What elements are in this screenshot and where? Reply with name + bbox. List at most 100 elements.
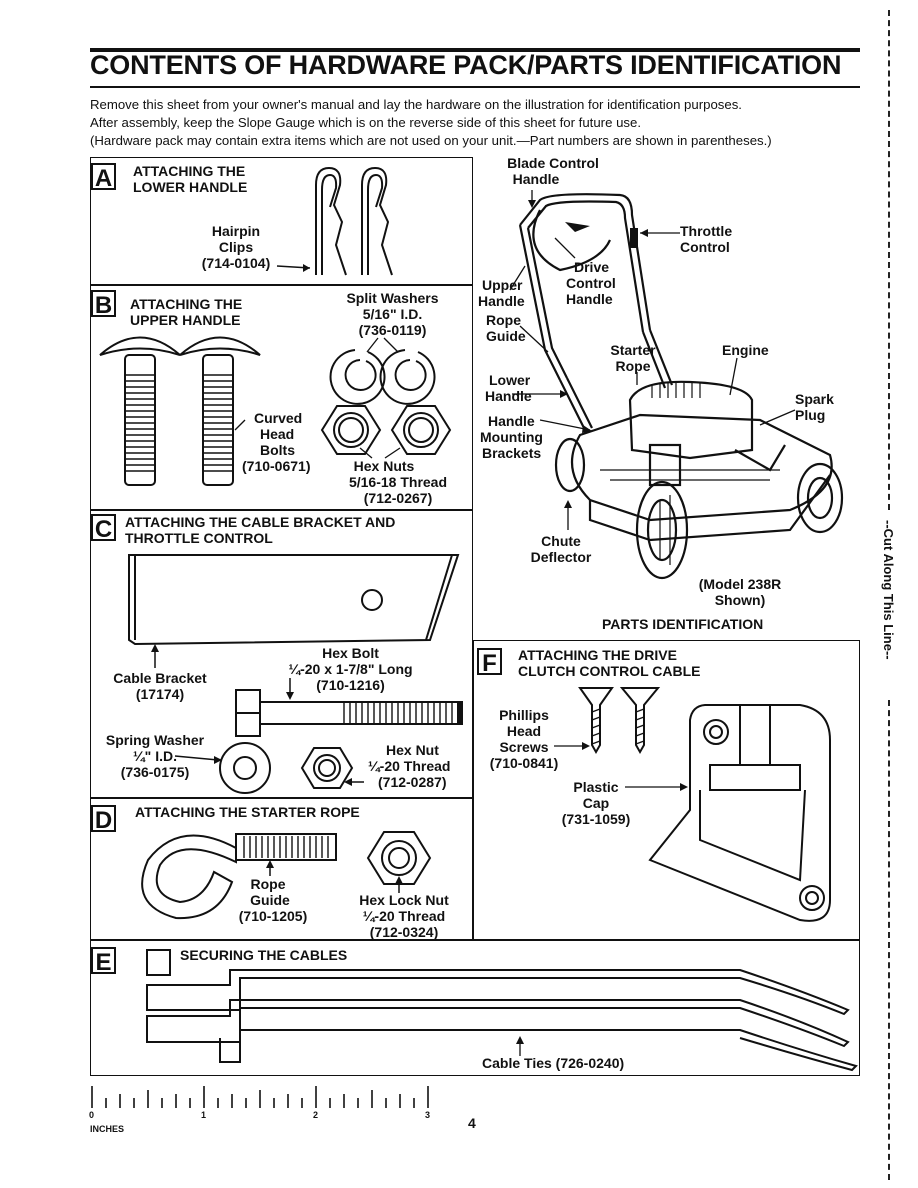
cut-dashes-top (886, 10, 890, 510)
starter-rope-label: Starter Rope (600, 342, 666, 374)
hex-lock-nut-label: Hex Lock Nut ¼-20 Thread (712-0324) (344, 892, 464, 940)
ruler-unit: INCHES (90, 1124, 125, 1134)
phillips-screws-label-3: Screws (499, 739, 549, 755)
hex-lock-nut-label-3: (712-0324) (369, 924, 439, 940)
rope-guide-mower-label-1: Rope (486, 312, 521, 328)
brackets-label-1: Handle (488, 413, 535, 429)
hairpin-label: Hairpin Clips (714-0104) (186, 223, 286, 271)
page-title: CONTENTS OF HARDWARE PACK/PARTS IDENTIFI… (90, 50, 842, 80)
hex-lock-nut-label-2: ¼-20 Thread (362, 908, 446, 924)
spring-washer-label-2: ¼" I.D. (133, 748, 177, 764)
section-f-title-1: ATTACHING THE DRIVE (518, 647, 677, 663)
engine-label: Engine (722, 342, 769, 358)
section-a-title: ATTACHING THE LOWER HANDLE (133, 163, 247, 195)
hex-bolt-label: Hex Bolt ¼-20 x 1-7/8" Long (710-1216) (268, 645, 433, 693)
section-f-title-2: CLUTCH CONTROL CABLE (518, 663, 701, 679)
cut-line-label: --Cut Along This Line-- (881, 520, 896, 660)
section-a-title-2: LOWER HANDLE (133, 179, 248, 195)
blade-control-label: Blade Control Handle (498, 155, 608, 187)
title-rule-bottom (90, 86, 860, 88)
section-b-letter: B (91, 290, 116, 319)
section-c-title-2: THROTTLE CONTROL (125, 530, 273, 546)
page-number: 4 (468, 1115, 476, 1131)
rope-guide-label-1: Rope (250, 876, 286, 892)
spring-washer-label: Spring Washer ¼" I.D. (736-0175) (96, 732, 214, 780)
rope-guide-mower-label: Rope Guide (486, 312, 526, 344)
section-a-title-1: ATTACHING THE (133, 163, 246, 179)
curved-bolts-label-2: Head (260, 426, 295, 442)
drive-control-label-3: Handle (566, 291, 613, 307)
spark-plug-label-1: Spark (795, 391, 834, 407)
chute-deflector-label-2: Deflector (530, 549, 592, 565)
spark-plug-label: Spark Plug (795, 391, 834, 423)
phillips-screws-label: Phillips Head Screws (710-0841) (484, 707, 564, 771)
model-label-1: (Model 238R (698, 576, 782, 592)
split-washers-label-3: (736-0119) (358, 322, 427, 338)
cable-bracket-label-1: Cable Bracket (113, 670, 207, 686)
section-f-letter: F (477, 648, 502, 677)
hex-nuts-label-1: Hex Nuts (353, 458, 415, 474)
spark-plug-label-2: Plug (795, 407, 826, 423)
lower-handle-label-2: Handle (485, 388, 532, 404)
throttle-label-2: Control (680, 239, 730, 255)
section-c-title-1: ATTACHING THE CABLE BRACKET AND (125, 514, 396, 530)
split-washers-label-1: Split Washers (346, 290, 439, 306)
rope-guide-mower-label-2: Guide (486, 328, 526, 344)
hairpin-label-2: Clips (218, 239, 254, 255)
drive-control-label: Drive Control Handle (566, 259, 616, 307)
curved-bolts-label-1: Curved (254, 410, 303, 426)
brackets-label-3: Brackets (482, 445, 542, 461)
title-rule-top (90, 48, 860, 52)
ruler-tick-1: 1 (201, 1110, 207, 1120)
throttle-label: Throttle Control (680, 223, 732, 255)
split-washers-label: Split Washers 5/16" I.D. (736-0119) (330, 290, 455, 338)
intro-text: Remove this sheet from your owner's manu… (90, 96, 870, 150)
curved-bolts-label: Curved Head Bolts (710-0671) (242, 410, 311, 474)
section-e-title: SECURING THE CABLES (180, 947, 348, 963)
upper-handle-label-1: Upper (482, 277, 523, 293)
section-a-letter: A (91, 163, 116, 192)
lower-handle-label-1: Lower (489, 372, 531, 388)
phillips-screws-label-4: (710-0841) (489, 755, 559, 771)
section-c-letter: C (91, 514, 116, 543)
ruler-tick-2: 2 (313, 1110, 319, 1120)
cable-ties-label: Cable Ties (726-0240) (482, 1055, 625, 1071)
blade-control-label-1: Blade Control (507, 155, 599, 171)
plastic-cap-label: Plastic Cap (731-1059) (556, 779, 636, 827)
phillips-screws-label-2: Head (506, 723, 542, 739)
hex-bolt-label-2: ¼-20 x 1-7/8" Long (288, 661, 413, 677)
hex-lock-nut-label-1: Hex Lock Nut (359, 892, 449, 908)
section-c-box (90, 510, 473, 798)
cut-dashes-bottom (886, 700, 890, 1180)
hex-nut-label-1: Hex Nut (386, 742, 439, 758)
chute-deflector-label: Chute Deflector (526, 533, 596, 565)
throttle-label-1: Throttle (680, 223, 733, 239)
ruler-tick-0: 0 (89, 1110, 95, 1120)
upper-handle-label: Upper Handle (478, 277, 525, 309)
spring-washer-label-3: (736-0175) (120, 764, 190, 780)
brackets-label: Handle Mounting Brackets (480, 413, 543, 461)
chute-deflector-label-1: Chute (541, 533, 581, 549)
curved-bolts-label-4: (710-0671) (242, 458, 311, 474)
plastic-cap-label-2: Cap (582, 795, 610, 811)
starter-rope-label-1: Starter (610, 342, 656, 358)
model-label-2: Shown) (714, 592, 766, 608)
cable-bracket-label-2: (17174) (135, 686, 185, 702)
upper-handle-label-2: Handle (478, 293, 525, 309)
phillips-screws-label-1: Phillips (499, 707, 549, 723)
lower-handle-label: Lower Handle (485, 372, 532, 404)
plastic-cap-label-1: Plastic (573, 779, 619, 795)
section-d-title: ATTACHING THE STARTER ROPE (135, 804, 360, 820)
hex-nut-label-3: (712-0287) (378, 774, 447, 790)
section-b-title-1: ATTACHING THE (130, 296, 243, 312)
intro-line-3: (Hardware pack may contain extra items w… (90, 133, 772, 148)
spring-washer-label-1: Spring Washer (105, 732, 205, 748)
blade-control-label-2: Handle (512, 171, 560, 187)
drive-control-label-2: Control (566, 275, 616, 291)
intro-line-1: Remove this sheet from your owner's manu… (90, 97, 742, 112)
